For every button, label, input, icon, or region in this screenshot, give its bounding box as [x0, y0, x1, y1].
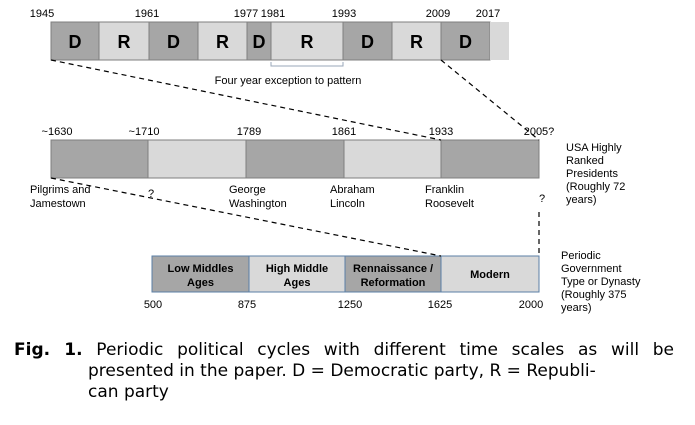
era-label: Reformation	[361, 277, 426, 289]
bottom-year-label: 500	[144, 299, 162, 311]
side-label-government: years)	[561, 302, 592, 314]
middle-year-label: ~1710	[129, 126, 160, 138]
bottom-year-label: 875	[238, 299, 256, 311]
party-label: R	[301, 32, 314, 52]
top-segment	[98, 21, 150, 61]
party-label: D	[253, 32, 266, 52]
party-label: D	[69, 32, 82, 52]
era-label: Low Middles	[168, 263, 234, 275]
middle-segment	[343, 139, 442, 179]
event-label: Pilgrims and	[30, 184, 91, 196]
event-label: Washington	[229, 198, 287, 210]
era-label: Ages	[284, 277, 311, 289]
era-label: Rennaissance /	[353, 263, 433, 275]
middle-year-label: 1789	[237, 126, 261, 138]
top-year-label: 1977	[234, 8, 258, 20]
side-label-government: (Roughly 375	[561, 289, 626, 301]
top-segment	[246, 21, 272, 61]
middle-segment	[50, 139, 149, 179]
side-label-presidents: years)	[566, 194, 597, 206]
top-segment	[440, 21, 491, 61]
connector-line	[440, 59, 540, 141]
middle-segment	[440, 139, 540, 179]
side-label-government: Periodic	[561, 250, 601, 262]
side-label-presidents: Presidents	[566, 168, 618, 180]
middle-segment	[245, 139, 345, 179]
top-year-label: 1961	[135, 8, 159, 20]
top-segment	[342, 21, 393, 61]
event-label: Abraham	[330, 184, 375, 196]
top-year-label: 2009	[426, 8, 450, 20]
top-segment	[391, 21, 442, 61]
event-label: Franklin	[425, 184, 464, 196]
zoom-connectors	[50, 59, 540, 257]
party-label: R	[216, 32, 229, 52]
caption-label: Fig. 1.	[14, 340, 83, 360]
side-label-presidents: USA Highly	[566, 142, 622, 154]
middle-year-label: 1933	[429, 126, 453, 138]
bottom-year-label: 1625	[428, 299, 452, 311]
party-label: D	[459, 32, 472, 52]
party-label: R	[118, 32, 131, 52]
era-segment	[248, 255, 346, 293]
side-label-presidents: Ranked	[566, 155, 604, 167]
side-label-government: Government	[561, 263, 622, 275]
era-segment	[344, 255, 442, 293]
event-label: Jamestown	[30, 198, 86, 210]
event-label: Lincoln	[330, 198, 365, 210]
era-label: Modern	[470, 269, 510, 281]
top-segment	[490, 22, 509, 60]
exception-bracket	[270, 62, 344, 67]
question-mark: ?	[539, 193, 545, 205]
side-label-presidents: (Roughly 72	[566, 181, 625, 193]
event-label: George	[229, 184, 266, 196]
event-label: Roosevelt	[425, 198, 474, 210]
top-segment	[148, 21, 199, 61]
connector-line	[50, 59, 442, 141]
figure-caption: Fig. 1. Periodic political cycles with d…	[14, 340, 674, 403]
middle-timeline: ~1630 ~1710 1789 1861 1933 2005? Pilgrims andJ…	[30, 126, 625, 210]
question-mark: ?	[148, 188, 154, 200]
caption-line-2: presented in the paper. D = Democratic p…	[88, 361, 596, 381]
middle-year-label: ~1630	[42, 126, 73, 138]
connector-line	[50, 177, 442, 257]
bottom-year-label: 2000	[519, 299, 543, 311]
middle-year-label: 2005?	[524, 126, 555, 138]
party-label: D	[167, 32, 180, 52]
top-year-label: 1981	[261, 8, 285, 20]
top-year-label: 2017	[476, 8, 500, 20]
middle-year-label: 1861	[332, 126, 356, 138]
caption-line-3: can party	[88, 382, 169, 402]
exception-note: Four year exception to pattern	[215, 75, 362, 87]
era-segment	[440, 255, 540, 293]
era-label: High Middle	[266, 263, 328, 275]
era-label: Ages	[187, 277, 214, 289]
top-year-label: 1945	[30, 8, 54, 20]
top-year-label: 1993	[332, 8, 356, 20]
party-label: D	[361, 32, 374, 52]
top-segment	[270, 21, 344, 61]
party-label: R	[410, 32, 423, 52]
era-segment	[151, 255, 250, 293]
side-label-government: Type or Dynasty	[561, 276, 641, 288]
middle-segment	[147, 139, 247, 179]
top-segment	[50, 21, 100, 61]
caption-line-1: Periodic political cycles with different…	[96, 340, 674, 360]
bottom-year-label: 1250	[338, 299, 362, 311]
